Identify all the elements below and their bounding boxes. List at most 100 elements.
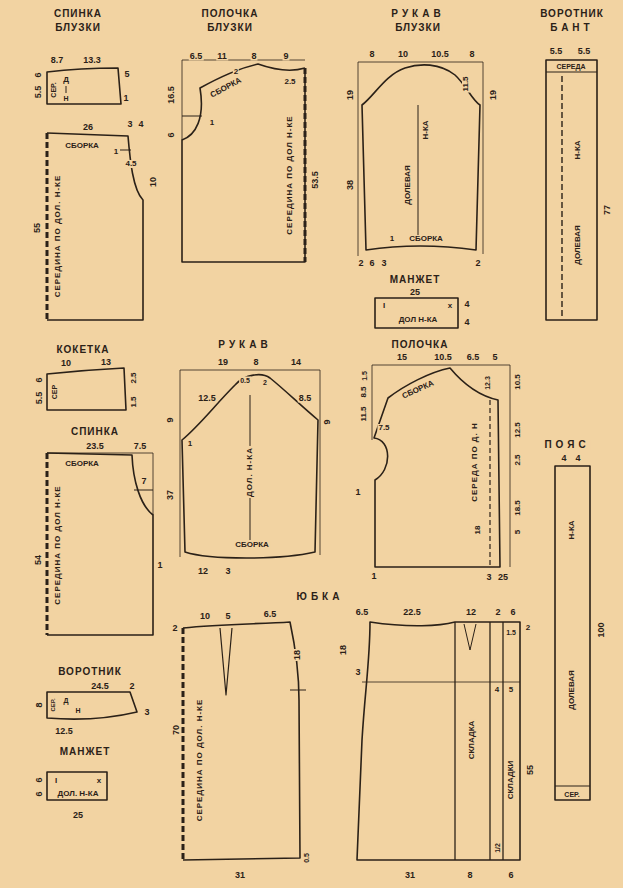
dimension-label: 4 <box>463 300 470 309</box>
dimension-label: 1 <box>389 235 395 243</box>
piece-title: СПИНКА <box>53 9 103 19</box>
dimension-label: 19 <box>489 89 498 101</box>
dimension-label: 3 <box>224 567 231 576</box>
dimension-label: Н-КА <box>422 119 430 140</box>
dimension-label: 6 <box>35 790 44 797</box>
dimension-label: 3 <box>380 259 387 268</box>
dimension-label: ДОЛЕВАЯ <box>574 224 582 266</box>
dimension-label: 0.5 <box>303 852 310 864</box>
dimension-label: СБОРКА <box>400 379 436 401</box>
dimension-label: Д <box>63 697 70 704</box>
dimension-label: 9 <box>323 418 332 425</box>
dimension-label: 5 <box>123 70 130 79</box>
dimension-label: СБОРКА <box>64 142 100 150</box>
dimension-label: 10.5 <box>430 50 450 59</box>
dimension-label: 6.5 <box>189 52 204 61</box>
dimension-label: 55 <box>526 764 535 776</box>
dimension-label: 5 <box>514 529 522 535</box>
dimension-label: 8.7 <box>50 56 65 65</box>
dimension-label: 6.5 <box>355 608 370 617</box>
dimension-label: 12.5 <box>54 727 74 736</box>
dimension-label: 6.5 <box>466 353 481 362</box>
dimension-label: 5.5 <box>35 391 44 406</box>
dimension-label: 11.5 <box>360 405 368 422</box>
dimension-label: 12.3 <box>484 375 491 391</box>
dimension-label: 4 <box>463 318 470 327</box>
dimension-label: 5 <box>508 686 514 694</box>
dimension-label: 4 <box>494 686 500 694</box>
dimension-label: 10.5 <box>433 353 453 362</box>
dimension-label: Н <box>74 707 81 714</box>
dimension-label: 4 <box>574 454 581 463</box>
dimension-label: СКЛАДКИ <box>507 760 515 801</box>
dimension-label: СЕРЕДИНА ПО ДОЛ Н-КЕ <box>54 484 62 605</box>
dimension-label: 6 <box>35 776 44 783</box>
piece-title: ВОРОТНИК <box>57 667 123 677</box>
dimension-label: 10.5 <box>514 373 522 391</box>
dimension-label: 3 <box>485 573 492 582</box>
dimension-label: 9 <box>282 52 289 61</box>
dimension-label: 7.5 <box>377 424 390 432</box>
piece-title: СПИНКА <box>70 427 120 437</box>
dimension-label: СЕРЕДА ПО Д. Н <box>471 421 479 503</box>
dimension-label: 3 <box>143 708 150 717</box>
dimension-label: 10 <box>149 176 158 188</box>
piece-title: ВОРОТНИК <box>539 9 605 19</box>
dimension-label: Н-КА <box>574 139 582 160</box>
dimension-label: 4 <box>560 454 567 463</box>
dimension-label: 6 <box>34 71 43 78</box>
dimension-label: 2 <box>525 624 531 632</box>
dimension-label: 7.5 <box>133 442 148 451</box>
piece-title: РУКАВ <box>390 9 445 19</box>
piece-title: КОКЕТКА <box>55 345 110 355</box>
dimension-label: 5 <box>491 353 498 362</box>
dimension-label: 0.5 <box>239 377 251 384</box>
dimension-label: 1/2 <box>494 842 501 854</box>
piece-title: МАНЖЕТ <box>59 747 112 757</box>
dimension-label: 31 <box>404 871 416 880</box>
dimension-label: 8 <box>368 50 375 59</box>
dimension-label: 55 <box>33 222 42 234</box>
dimension-label: 12 <box>465 608 477 617</box>
dimension-label: 1.5 <box>130 395 138 408</box>
dimension-label: 3 <box>126 120 133 129</box>
dimension-label: 70 <box>172 724 181 736</box>
dimension-label: 12 <box>197 567 209 576</box>
dimension-label: 18 <box>293 649 302 661</box>
dimension-label: 8 <box>250 52 257 61</box>
dimension-label: 6.5 <box>263 610 278 619</box>
dimension-label: 2.5 <box>514 453 522 466</box>
dimension-label: 1 <box>354 488 361 497</box>
piece-title: БЛУЗКИ <box>54 23 102 33</box>
dimension-label: 6 <box>167 131 176 138</box>
dimension-label: Н-КА <box>568 519 576 540</box>
dimension-label: 8.5 <box>360 385 368 398</box>
dimension-label: 2 <box>494 608 501 617</box>
dimension-label: 4 <box>137 120 144 129</box>
dimension-label: СБОРКА <box>234 541 270 549</box>
dimension-label: 5.5 <box>34 85 43 100</box>
dimension-label: 2 <box>474 259 481 268</box>
dimension-label: 10 <box>60 359 72 368</box>
dimension-label: 1 <box>122 94 129 103</box>
dimension-label: 19 <box>217 358 229 367</box>
dimension-label: 54 <box>34 554 43 566</box>
dimension-label: СЕРЕДИНА ПО ДОЛ. Н-КЕ <box>54 174 62 299</box>
dimension-label: 19 <box>346 89 355 101</box>
dimension-label: 31 <box>234 871 246 880</box>
dimension-label: I <box>382 302 386 310</box>
dimension-label: 8 <box>468 50 475 59</box>
dimension-label: 2 <box>357 259 364 268</box>
dimension-label: 8.5 <box>298 394 313 403</box>
piece-title: ПОЛОЧКА <box>391 340 450 350</box>
dimension-label: 4.5 <box>124 160 137 168</box>
dimension-label: 8 <box>35 701 44 708</box>
piece-title: БАНТ <box>549 23 594 33</box>
dimension-label: 13 <box>100 358 112 367</box>
dimension-label: 18 <box>339 644 348 656</box>
dimension-label: 10 <box>397 50 409 59</box>
dimension-label: 37 <box>166 489 175 501</box>
dimension-label: 2 <box>233 68 239 76</box>
dimension-label: СЕР <box>51 384 58 400</box>
dimension-label: x <box>447 302 453 310</box>
